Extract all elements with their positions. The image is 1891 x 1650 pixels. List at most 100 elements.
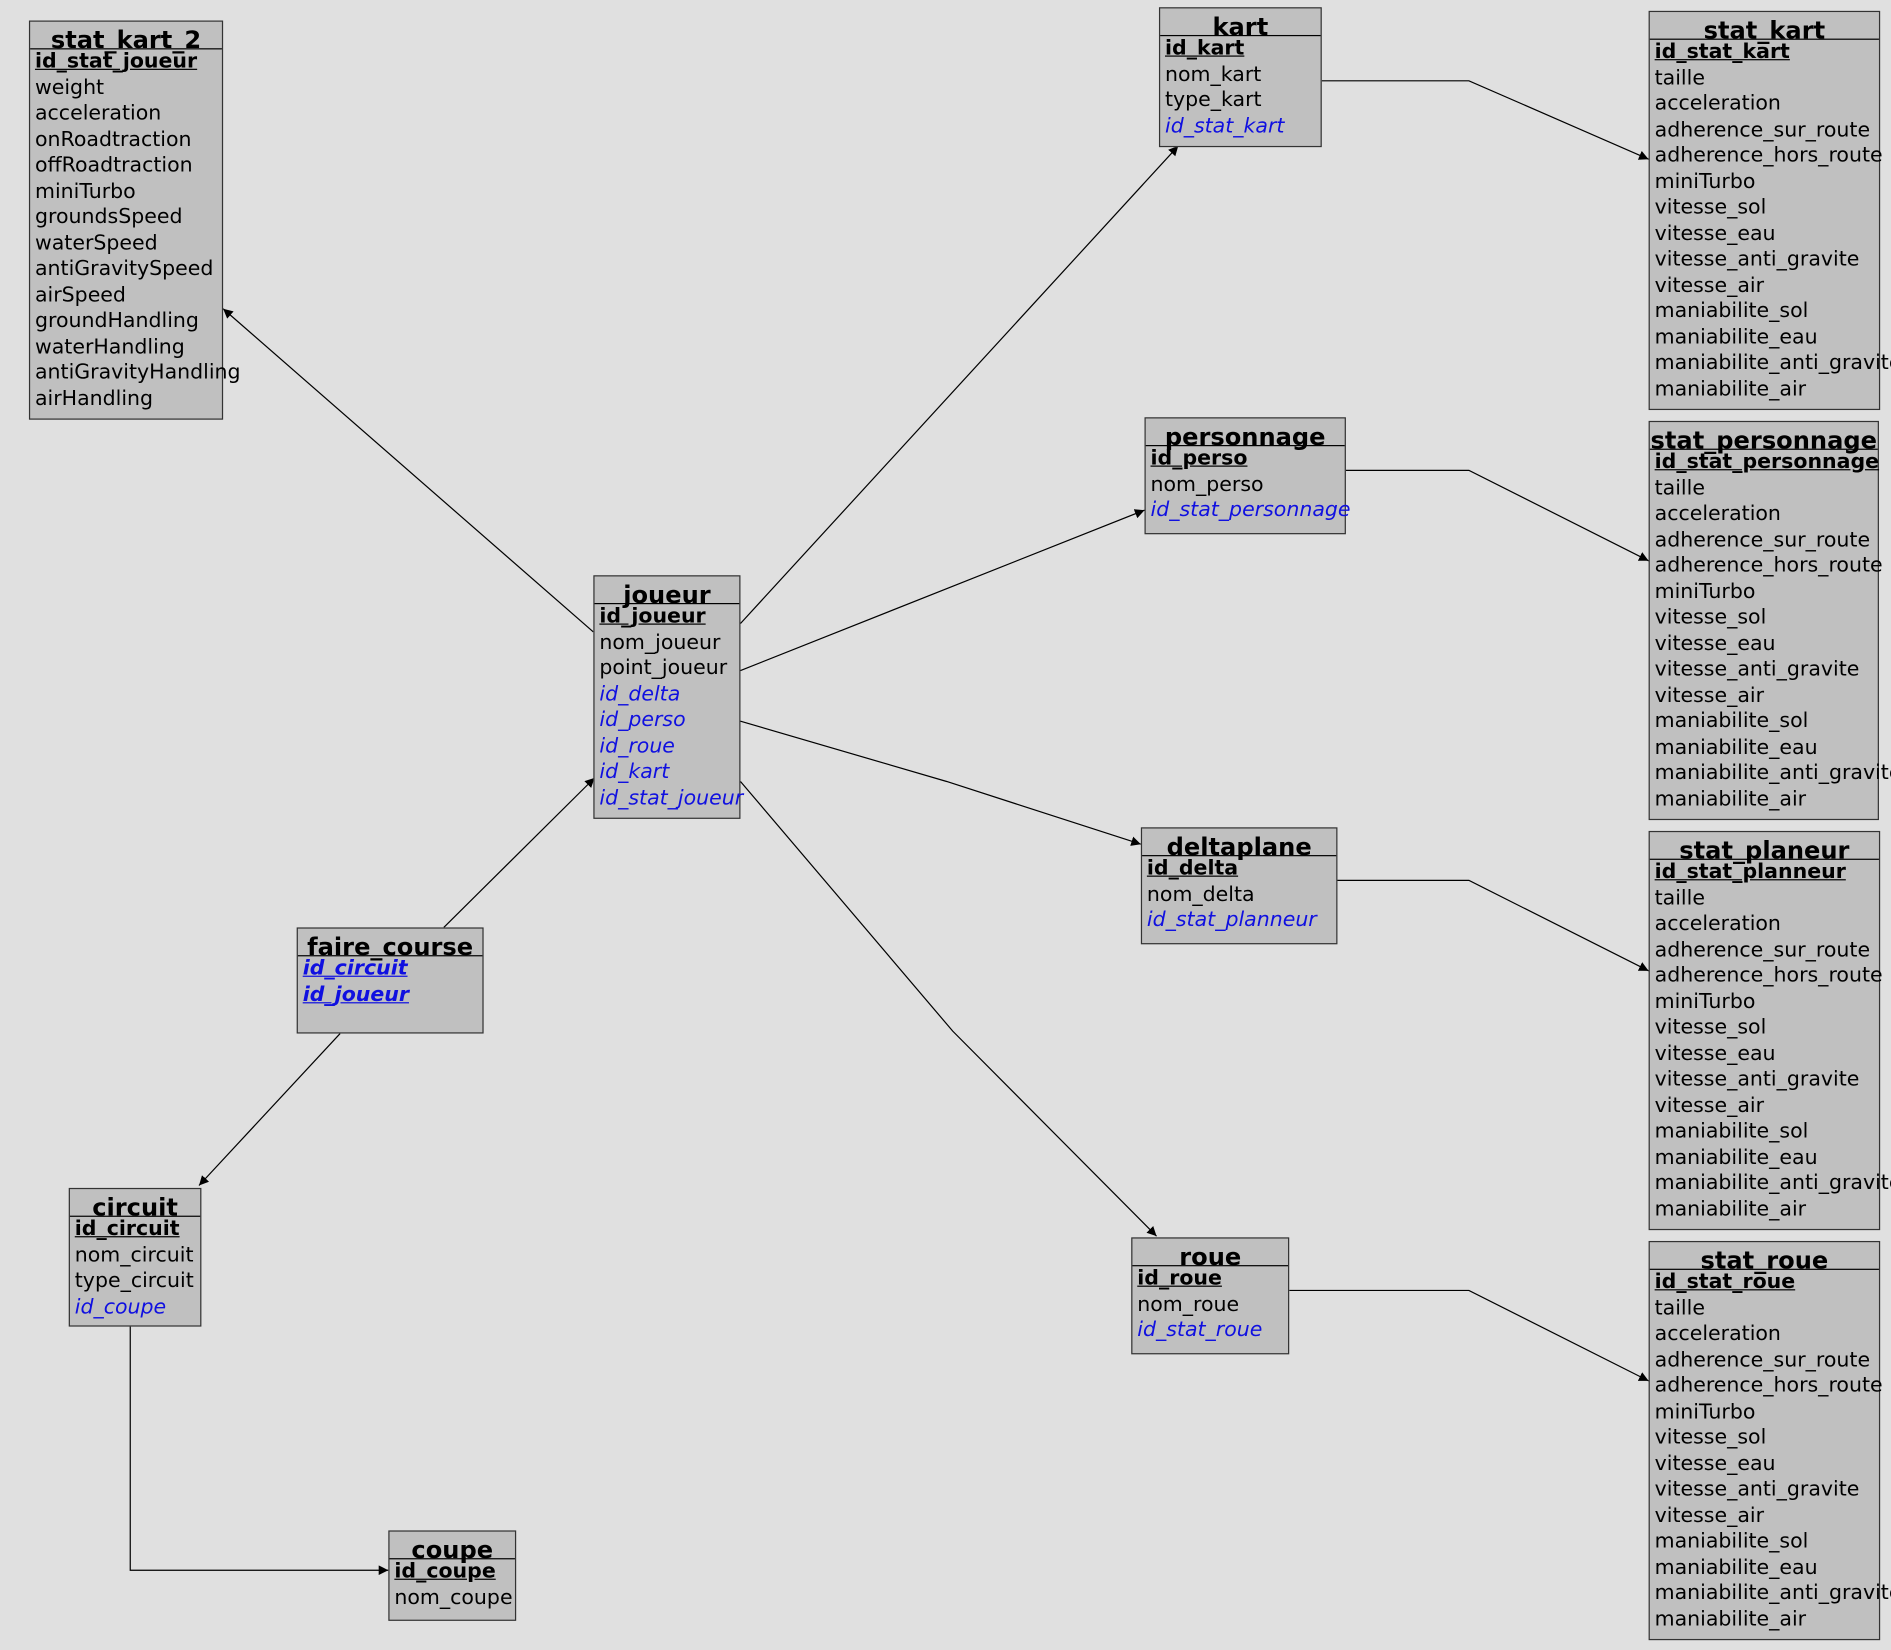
table-field: nom_kart [1164,62,1262,87]
table-field: maniabilite_eau [1654,1555,1818,1580]
table-title: roue [1132,1239,1289,1271]
foreign-key-field: id_stat_kart [1164,113,1285,139]
table-title: joueur [594,576,740,609]
link-circuit-coupe [129,1325,389,1576]
foreign-key-field: id_stat_joueur [599,785,744,810]
table-field: maniabilite_sol [1654,709,1809,734]
table-field: maniabilite_eau [1654,735,1818,760]
link-faire_course-joueur [443,777,595,928]
table-field: vitesse_anti_gravite [1654,247,1860,272]
table-field: nom_joueur [599,630,721,655]
link-roue-stat_roue [1289,1289,1649,1382]
table-field: type_circuit [74,1268,194,1293]
table-title: faire_course [297,929,483,961]
table-field: vitesse_sol [1654,1015,1767,1040]
table-field: maniabilite_sol [1654,1529,1809,1554]
table-field: antiGravitySpeed [34,256,214,281]
primary-key-field: id_kart [1164,36,1245,61]
table-title: stat_kart_2 [30,22,222,54]
table-field: vitesse_anti_gravite [1654,657,1860,682]
table-field: vitesse_eau [1654,1041,1776,1066]
table-field: maniabilite_anti_gravite [1654,1581,1891,1606]
primary-key-field: id_stat_joueur [34,49,198,74]
table-title: deltaplane [1142,829,1337,861]
table-field: miniTurbo [1654,1399,1756,1424]
table-field: acceleration [1654,91,1781,116]
table-field: adherence_sur_route [1654,1347,1871,1372]
primary-key-field: id_stat_planneur [1654,859,1846,884]
link-joueur-deltaplane [740,720,1142,846]
table-field: groundHandling [34,308,199,333]
foreign-key-field: id_perso [599,707,686,733]
table-field: onRoadtraction [34,127,192,152]
table-field: maniabilite_air [1654,1196,1807,1222]
table-field: vitesse_air [1654,1093,1765,1118]
table-field: maniabilite_air [1654,376,1807,401]
foreign-key-field: id_delta [599,681,681,707]
primary-key-field: id_joueur [599,604,706,629]
table-field: groundsSpeed [34,205,183,230]
table-field: type_kart [1164,88,1262,113]
table-field: vitesse_anti_gravite [1654,1477,1860,1502]
table-field: maniabilite_sol [1654,299,1809,324]
table-field: acceleration [1654,1321,1781,1346]
table-field: vitesse_eau [1654,1451,1776,1476]
table-field: airHandling [34,386,154,411]
table-field: vitesse_air [1654,273,1765,298]
primary-key-field: id_stat_kart [1654,39,1790,64]
primary-key-field: id_coupe [394,1559,496,1584]
link-personnage-stat_personnage [1345,469,1649,562]
primary-key-field: id_stat_roue [1654,1269,1796,1295]
primary-key-field: id_circuit [74,1216,180,1241]
table-field: acceleration [1654,501,1781,526]
table-field: miniTurbo [1654,169,1756,194]
table-field: weight [34,75,105,100]
foreign-key-field: id_joueur [302,982,409,1007]
table-field: taille [1654,885,1705,910]
link-deltaplane-stat_planeur [1337,879,1649,972]
table-field: nom_delta [1146,882,1255,907]
table-field: vitesse_eau [1654,631,1776,656]
table-field: vitesse_sol [1654,605,1767,630]
table-field: point_joueur [599,656,728,681]
table-field: maniabilite_eau [1654,325,1818,350]
table-field: maniabilite_air [1654,786,1807,812]
primary-key-field: id_delta [1146,856,1239,881]
table-field: adherence_hors_route [1654,143,1883,168]
table-title: coupe [389,1532,515,1564]
foreign-key-field: id_kart [599,759,670,784]
table-title: circuit [69,1189,201,1222]
table-field: nom_roue [1137,1292,1240,1317]
foreign-key-field: id_circuit [302,956,408,981]
table-field: adherence_sur_route [1654,937,1871,962]
table-field: adherence_sur_route [1654,117,1871,142]
table-field: vitesse_eau [1654,221,1776,246]
table-field: airSpeed [34,282,126,307]
table-field: maniabilite_sol [1654,1119,1809,1144]
table-field: miniTurbo [34,179,136,204]
table-field: vitesse_air [1654,683,1765,708]
table-field: adherence_sur_route [1654,527,1871,552]
table-field: taille [1654,475,1705,500]
primary-key-field: id_roue [1137,1266,1222,1291]
table-field: vitesse_air [1654,1503,1765,1528]
table-field: maniabilite_anti_gravite [1654,1171,1891,1196]
table-field: nom_perso [1150,472,1264,497]
table-field: vitesse_sol [1654,195,1767,220]
link-joueur-roue [740,781,1157,1237]
table-field: maniabilite_air [1654,1606,1807,1632]
